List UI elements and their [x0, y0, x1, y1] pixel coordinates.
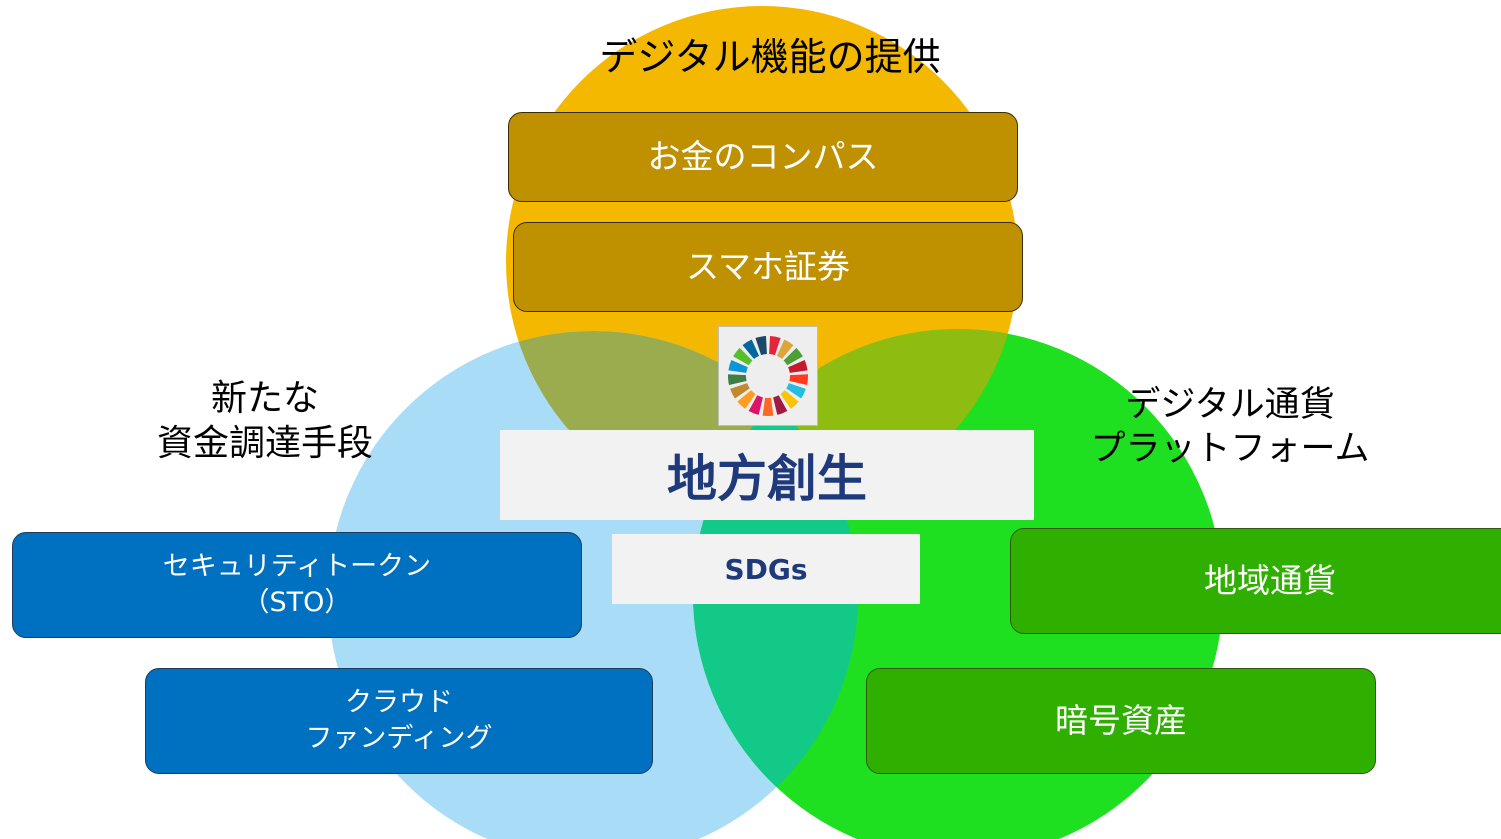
crowdfunding-box[interactable]: クラウド ファンディング: [145, 668, 653, 774]
right-circle-label: デジタル通貨 プラットフォーム: [1060, 384, 1400, 472]
sdg-wheel-segment: [728, 359, 748, 373]
okane-no-compass-box[interactable]: お金のコンパス: [508, 112, 1018, 202]
crowdfunding-label-line1: クラウド: [345, 686, 453, 718]
crowdfunding-label-line2: ファンディング: [305, 723, 493, 754]
left-circle-label: 新たな 資金調達手段: [120, 376, 410, 466]
sdg-wheel-segment: [776, 339, 794, 360]
sdg-wheel-graphic: [728, 336, 808, 416]
okane-no-compass-label: お金のコンパス: [647, 136, 879, 176]
regional-currency-label: 地域通貨: [1204, 560, 1336, 600]
sdg-wheel-segment: [737, 390, 756, 409]
right-circle-label-line2: プラットフォーム: [1090, 428, 1370, 469]
sdg-wheel-segment: [773, 395, 788, 415]
sdg-wheel-segment: [728, 374, 747, 386]
sdg-wheel-segment: [783, 347, 803, 366]
sto-label: （STO）: [242, 587, 352, 618]
sdg-wheel-segment: [742, 339, 760, 360]
sdgs-box: SDGs: [612, 534, 920, 604]
smartphone-securities-box[interactable]: スマホ証券: [513, 222, 1023, 312]
sdg-wheel-segment: [789, 374, 808, 386]
smartphone-securities-label: スマホ証券: [685, 246, 850, 286]
sdgs-label: SDGs: [724, 552, 808, 586]
sdg-wheel-segment: [748, 395, 763, 415]
sdg-wheel-segment: [786, 383, 806, 399]
sdg-wheel-icon: [718, 326, 818, 426]
sdg-wheel-segment: [769, 336, 781, 356]
security-token-label: セキュリティトークン: [162, 550, 432, 582]
regional-currency-box[interactable]: 地域通貨: [1010, 528, 1501, 634]
crypto-assets-label: 暗号資産: [1055, 700, 1187, 740]
sdg-wheel-segment: [733, 347, 753, 366]
regional-revitalization-label: 地方創生: [667, 450, 867, 508]
regional-revitalization-box: 地方創生: [500, 430, 1034, 520]
security-token-box[interactable]: セキュリティトークン （STO）: [12, 532, 582, 638]
sdg-wheel-segment: [755, 336, 767, 356]
sdg-wheel-segment: [730, 383, 750, 399]
top-circle-label: デジタル機能の提供: [599, 35, 941, 79]
left-circle-label-line1: 新たな: [210, 378, 319, 419]
sdg-wheel-segment: [780, 390, 799, 409]
sdg-wheel-segment: [788, 359, 808, 373]
crypto-assets-box[interactable]: 暗号資産: [866, 668, 1376, 774]
left-circle-label-line2: 資金調達手段: [156, 423, 373, 464]
sdg-wheel-segment: [762, 397, 774, 416]
right-circle-label-line1: デジタル通貨: [1125, 385, 1335, 425]
